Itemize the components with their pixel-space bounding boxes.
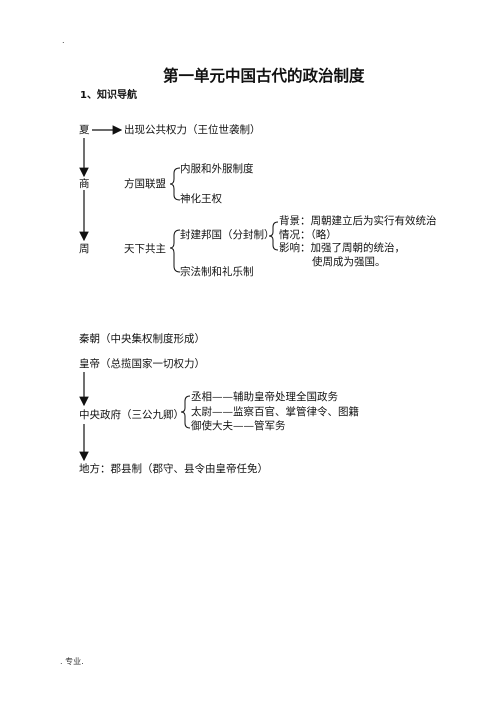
qin-local: 地方：郡县制（郡守、县令由皇帝任免） [79,463,268,475]
zhou-item-zongfa: 宗法制和礼乐制 [180,266,254,278]
brace-sangong [180,395,191,429]
fengjian-situation: 情况：（略） [279,229,337,241]
brace-fengjian [268,221,279,251]
xia-description: 出现公共权力（王位世袭制） [124,124,261,136]
official-yushi: 御使大夫——管军务 [191,420,286,432]
fengjian-impact-1: 影响：加强了周朝的统治， [279,242,405,254]
brace-shang [169,167,181,201]
shang-item-1: 内服和外服制度 [180,163,254,175]
zhou-sub: 天下共主 [124,243,166,255]
node-zhou: 周 [79,243,90,255]
header-mark: . [62,36,65,45]
node-xia: 夏 [79,124,90,136]
node-shang: 商 [79,178,90,190]
official-taiwei: 太尉——监察百官、掌管律令、图籍 [191,406,359,418]
qin-central-government: 中央政府（三公九卿） [79,409,184,421]
qin-dynasty: 秦朝（中央集权制度形成） [79,333,205,345]
official-chancellor: 丞相——辅助皇帝处理全国政务 [191,391,338,403]
page-title: 第一单元中国古代的政治制度 [163,67,365,85]
footer-mark: . 专业. [60,657,84,666]
shang-item-2: 神化王权 [180,193,222,205]
fengjian-impact-2: 使周成为强国。 [312,256,386,268]
section-heading: 1、知识导航 [80,90,137,101]
fengjian-background: 背景：周朝建立后为实行有效统治 [279,215,437,227]
zhou-item-fengjian: 封建邦国（分封制） [180,229,275,241]
shang-sub: 方国联盟 [124,178,166,190]
qin-emperor: 皇帝（总揽国家一切权力） [79,358,205,370]
brace-zhou [169,229,181,273]
